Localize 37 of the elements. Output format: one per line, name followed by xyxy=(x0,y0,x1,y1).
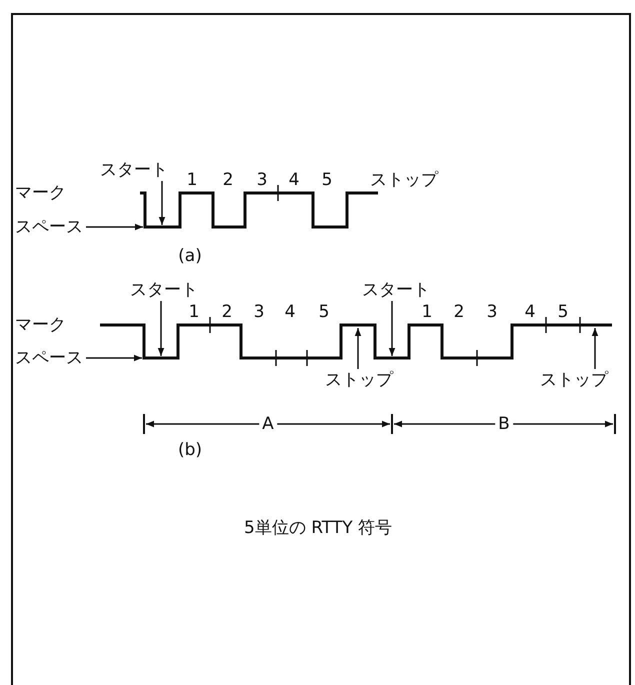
stop-label: ストップ xyxy=(325,370,393,390)
leader-arrow xyxy=(86,224,143,230)
leader-arrow xyxy=(86,354,142,362)
leader-arrow xyxy=(388,301,396,356)
bit-number: 3 xyxy=(486,302,498,322)
level-label: マーク xyxy=(15,183,66,203)
bit-number: 2 xyxy=(222,170,234,190)
stop-text: ストップ xyxy=(370,170,438,190)
start-label: スタート xyxy=(130,280,198,300)
bit-number: 5 xyxy=(322,170,332,190)
bit-number: 3 xyxy=(256,170,268,190)
leader-arrow xyxy=(354,328,362,369)
bit-number: 1 xyxy=(422,302,432,322)
bit-number: 2 xyxy=(454,302,464,322)
bit-number: 5 xyxy=(558,302,568,322)
space-label: スペース xyxy=(15,217,83,237)
space-label: スペース xyxy=(15,348,83,368)
waveform-drawing xyxy=(100,317,612,366)
bit-number: 4 xyxy=(524,302,536,322)
caption: 5単位の RTTY 符号 xyxy=(244,518,392,538)
figure-label: (b) xyxy=(178,440,202,460)
start-label: スタート xyxy=(100,160,168,180)
leader-arrow xyxy=(158,301,164,356)
bit-number: 5 xyxy=(318,302,330,322)
start-label: スタート xyxy=(362,280,430,300)
bit-number: 2 xyxy=(222,302,232,322)
bit-number: 4 xyxy=(284,302,296,322)
stop-label: ストップ xyxy=(540,370,608,390)
level-label: マーク xyxy=(15,315,66,335)
bit-number: 4 xyxy=(288,170,300,190)
leader-arrow xyxy=(592,328,598,369)
bit-number: 1 xyxy=(188,302,200,322)
leader-arrow xyxy=(158,181,166,225)
bit-number: 1 xyxy=(186,170,198,190)
waveform-drawing xyxy=(140,185,378,228)
figure-label: (a) xyxy=(178,246,202,266)
bit-number: 3 xyxy=(254,302,264,322)
